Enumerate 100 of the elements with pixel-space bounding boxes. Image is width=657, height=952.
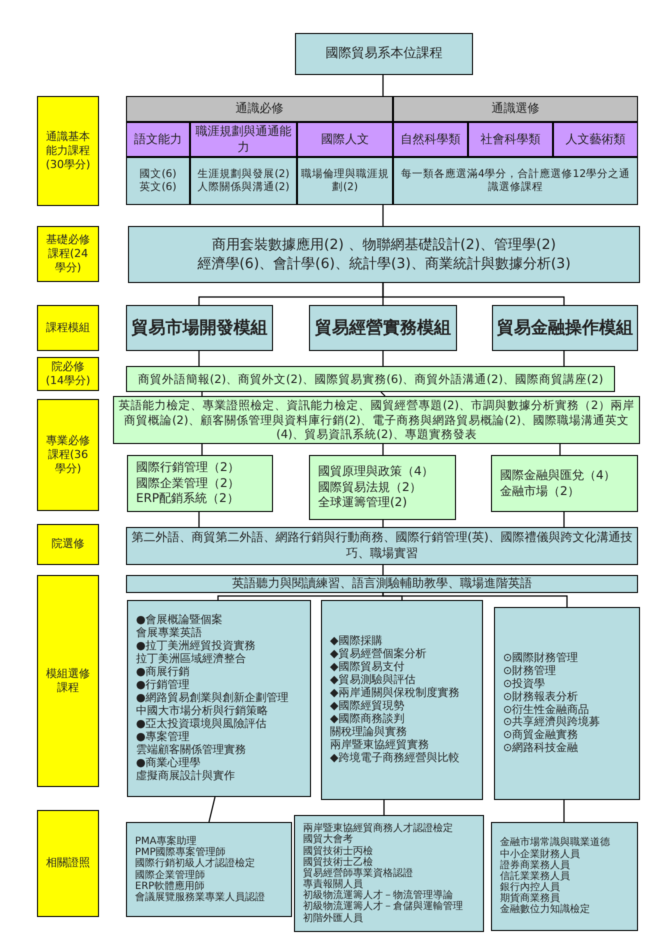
list-item: PMA專案助理 [135, 836, 196, 847]
list-item: 關稅理論與實務 [330, 726, 407, 739]
course-box [127, 455, 273, 512]
category-label-box [37, 305, 99, 351]
box-text: 通識選修 [492, 101, 540, 117]
box-text: 職場倫理與職涯規劃(2) [301, 168, 389, 194]
box-text: 英語能力檢定、專業證照檢定、資訊能力檢定、國貿經營專題(2)、市調與數據分析實務（2）兩岸商貿概論(2)、顧客關係管理與資料庫行銷(2)、電子商務與網路貿易概論(2)、國際職場溝通英文(4)、貿易資訊系統(2)、專題實務發表 [118, 398, 636, 442]
course-box [126, 366, 615, 392]
box-text: 語文能力 [134, 132, 182, 148]
connector-line [382, 351, 384, 366]
box-text: 商用套裝數據應用(2) 、物聯網基礎設計(2)、管理學(2) [212, 236, 556, 254]
module-box [492, 305, 638, 351]
list-item: 貿易經營師專業資格認證 [303, 868, 413, 879]
category-label-box [37, 357, 99, 391]
box-text: 社會科學類 [480, 132, 540, 148]
module-box [126, 305, 273, 351]
title-box [295, 33, 473, 75]
header-cell [126, 96, 393, 122]
list-item: ⊙商貿金融實務 [503, 729, 578, 742]
box-text: 經濟學(6)、會計學(6)、統計學(3)、商業統計與數據分析(3) [197, 254, 571, 273]
box-text: 國際行銷管理（2） [136, 460, 240, 476]
category-cell [126, 122, 190, 157]
list-item: ⊙衍生性金融商品 [503, 704, 590, 716]
connector-line [563, 351, 565, 366]
list-item: 虛擬商展設計與實作 [136, 770, 235, 783]
box-text: 通識必修 [236, 101, 284, 117]
box-text: ERP配銷系統（2） [136, 491, 239, 507]
course-list-box [494, 607, 640, 800]
box-text: 相關證照 [46, 856, 90, 871]
category-label-box [37, 524, 99, 565]
connector-line [198, 512, 200, 527]
list-item: 證券商業務人員 [500, 860, 570, 871]
course-list-box [321, 600, 483, 800]
list-item: ◆國際貿易支付 [330, 661, 404, 674]
course-box [491, 455, 638, 512]
list-item: ◆兩岸通關與保稅制度實務 [330, 687, 460, 700]
box-text: 英語聽力與閱讀練習、語言測驗輔助教學、職場進階英語 [232, 576, 532, 592]
list-item: ●亞太投資環境與風險評估 [136, 718, 267, 730]
course-cell [393, 157, 638, 205]
list-item: ●拉丁美洲經貿投資實務 [136, 640, 256, 652]
list-item: ◆跨境電子商務經營與比較 [330, 752, 460, 765]
list-item: 國際行銷初級人才認證檢定 [135, 858, 255, 870]
course-cell [126, 157, 190, 205]
list-item: ●商展行銷 [136, 666, 190, 679]
list-item: ◆國際採購 [330, 635, 382, 648]
list-item: 初級物流運籌人才－物流管理導論 [303, 890, 453, 902]
box-text: 國際貿易法規（2） [318, 480, 422, 496]
category-cell [393, 122, 468, 157]
connector-line [217, 593, 384, 600]
box-text: 通識基本能力課程(30學分) [44, 130, 92, 172]
connector-line [559, 444, 561, 455]
list-item: ⊙國際財務管理 [503, 652, 578, 665]
list-item: 專責報關人員 [303, 879, 363, 890]
category-cell [553, 122, 638, 157]
list-item: 兩岸暨東協經貿實務 [330, 738, 429, 752]
module-box [309, 305, 457, 351]
connector-line [382, 593, 568, 607]
box-text: 職涯規劃與通通能力 [194, 124, 292, 156]
list-item: 國際企業管理師 [135, 870, 205, 880]
category-label-box [37, 575, 99, 787]
category-label-box [37, 96, 99, 206]
list-item: 初階外匯人員 [303, 912, 363, 924]
list-item: 金融數位力知識檢定 [500, 904, 590, 916]
list-item: 銀行內控人員 [500, 882, 560, 894]
box-text: 貿易經營實務模組 [315, 316, 451, 340]
list-item: 中小企業財務人員 [500, 848, 580, 860]
list-item: ●專案管理 [136, 730, 190, 744]
list-item: ●網路貿易創業與創新企劃管理 [136, 692, 289, 704]
list-item: ●行銷管理 [136, 679, 190, 692]
list-item: 金融市場常識與職業道德 [500, 837, 610, 848]
connector-line [382, 75, 384, 96]
box-text: 院必修(14學分) [44, 360, 92, 388]
connector-line [208, 796, 216, 822]
list-item: ◆國際經貿現勢 [330, 700, 404, 712]
list-item: 初級物流運籌人才－倉儲與運輸管理 [303, 901, 463, 912]
list-item: ◆國際商務談判 [330, 712, 404, 726]
box-text: 國際貿易系本位課程 [326, 46, 442, 62]
box-text: 院選修 [52, 537, 84, 552]
connector-line [382, 283, 565, 305]
box-text: 人文藝術類 [566, 132, 626, 148]
header-cell [393, 96, 638, 122]
box-text: 基礎必修課程(24學分) [45, 232, 91, 276]
list-item: PMP國際專案管理師 [135, 847, 226, 858]
list-item: ◆貿易經營個案分析 [330, 648, 426, 661]
box-text: 自然科學類 [400, 132, 460, 148]
connector-line [382, 565, 384, 575]
list-item: 國貿技術士乙檢 [303, 856, 373, 868]
course-box [126, 575, 638, 593]
box-text: 國際人文 [321, 132, 369, 148]
box-text: 英文(6) [140, 181, 176, 194]
box-text: 金融市場（2） [500, 484, 580, 500]
box-text: 商貿外語簡報(2)、商貿外文(2)、國際貿易實務(6)、商貿外語溝通(2)、國際商貿講座(2) [138, 372, 604, 386]
category-label-box [37, 226, 99, 282]
box-text: 人際關係與溝通(2) [198, 181, 290, 194]
list-item: 信託業業務人員 [500, 870, 570, 882]
box-text: 貿易金融操作模組 [497, 316, 633, 340]
category-cell [297, 122, 393, 157]
course-cell [297, 157, 393, 205]
list-item: 國貿技術士丙檢 [303, 846, 373, 857]
box-text: 課程模組 [46, 320, 90, 336]
